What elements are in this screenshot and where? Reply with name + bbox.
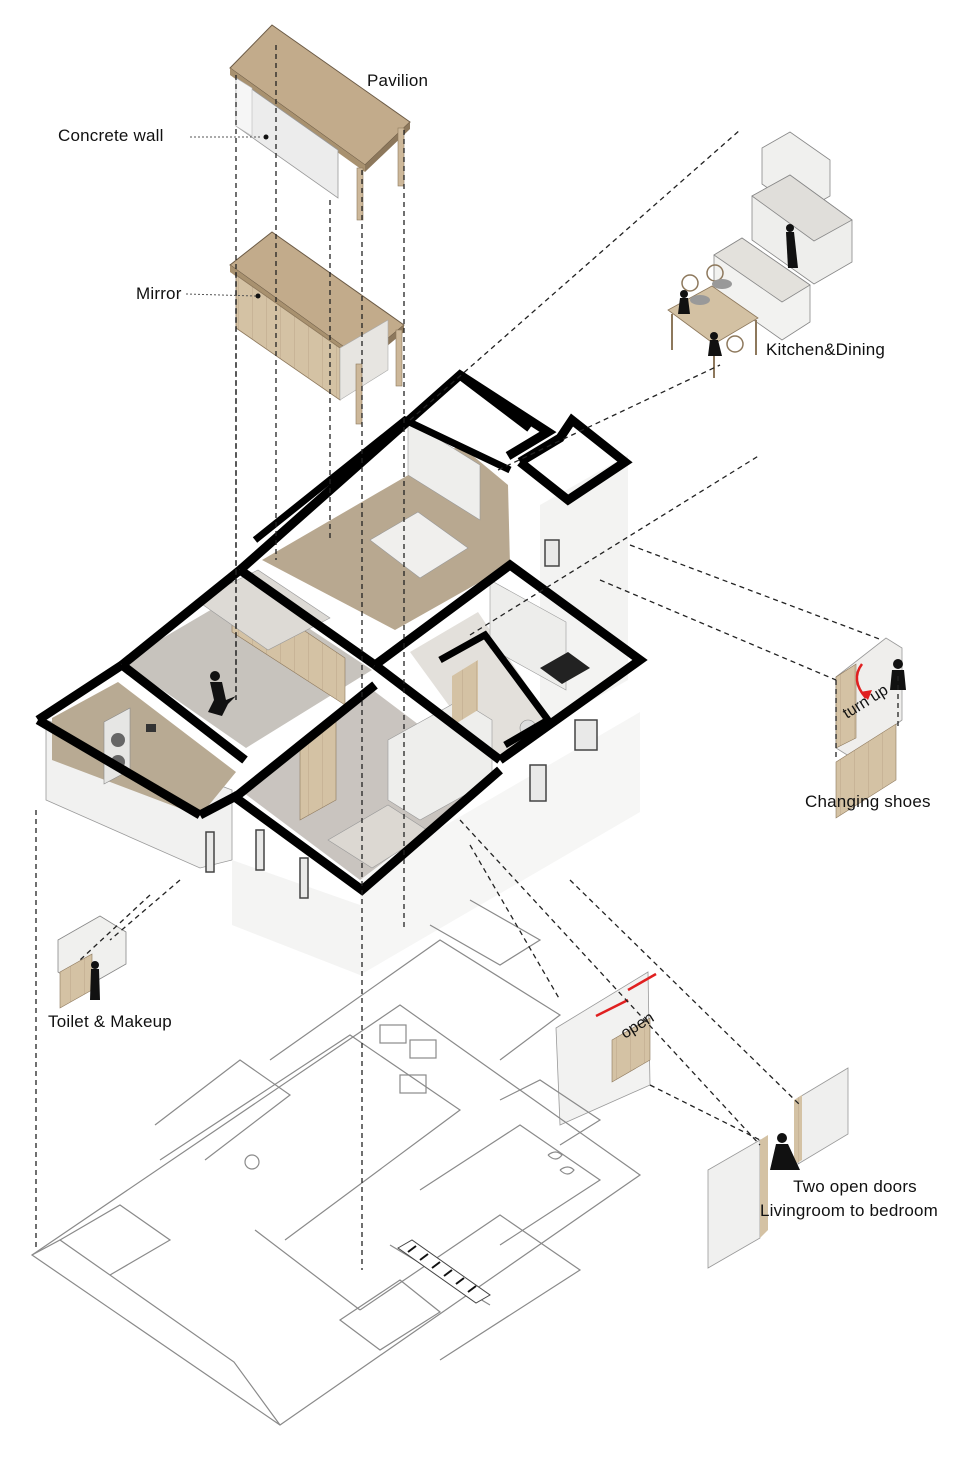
livingroom-bedroom-label: Livingroom to bedroom <box>759 1201 939 1220</box>
toilet-makeup-label: Toilet & Makeup <box>48 1012 172 1031</box>
floor-plan-outline <box>30 899 642 1426</box>
kitchen-dining-furniture <box>667 131 853 378</box>
mirror-label: Mirror <box>136 284 182 303</box>
exterior-windows <box>205 539 598 899</box>
label-leaders <box>185 136 262 297</box>
two-open-doors-label: Two open doors <box>793 1177 917 1196</box>
pavilion-label: Pavilion <box>367 71 429 90</box>
piano-keys <box>397 1239 491 1304</box>
leader-dot-concrete <box>263 134 269 140</box>
projection-lines <box>35 45 899 1270</box>
leader-dot-mirror <box>255 293 261 299</box>
toilet-makeup-furniture <box>57 915 127 1009</box>
changing-shoes-label: Changing shoes <box>805 792 931 811</box>
figure-living <box>208 671 236 716</box>
open-doors-elements <box>555 971 849 1269</box>
mirror-posts <box>355 329 403 425</box>
concrete-wall-label: Concrete wall <box>58 126 164 145</box>
changing-shoes-furniture <box>835 637 906 819</box>
concrete-wall-element <box>235 77 339 199</box>
kitchen-dining-label: Kitchen&Dining <box>766 340 886 359</box>
